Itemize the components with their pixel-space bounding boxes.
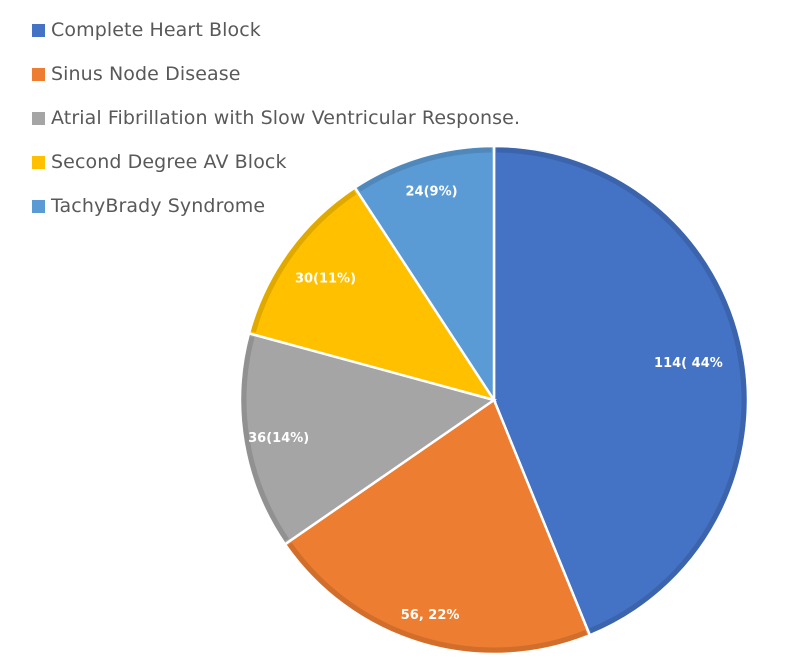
legend-label: Complete Heart Block [51, 19, 261, 41]
legend-label: Second Degree AV Block [51, 151, 287, 173]
pie-data-labels: 114( 44% 56, 22% 36(14%) 30(11%) 24(9%) [248, 185, 723, 624]
pie-slice-rim [357, 147, 492, 192]
legend-swatch-icon [32, 155, 45, 169]
pie-slice-complete-heart-block [492, 144, 750, 637]
pie-slice-rim [496, 147, 747, 633]
legend-item-atrial-fibrillation: Atrial Fibrillation with Slow Ventricula… [32, 96, 520, 140]
pie-slices [238, 144, 750, 656]
legend-item-second-degree-av-block: Second Degree AV Block [32, 140, 520, 184]
data-label: 36(14%) [248, 431, 309, 446]
legend-item-tachybrady-syndrome: TachyBrady Syndrome [32, 184, 520, 228]
pie-slice-rim [251, 190, 357, 333]
pie-slice-atrial-fibrillation-with-slow-ventricular-response [238, 331, 497, 547]
pie-slice-rim [287, 542, 587, 653]
pie-slice-second-degree-av-block [247, 185, 497, 403]
legend-label: Sinus Node Disease [51, 63, 241, 85]
pie-slice-sinus-node-disease [283, 398, 592, 656]
data-label: 56, 22% [401, 608, 460, 623]
legend-item-sinus-node-disease: Sinus Node Disease [32, 52, 520, 96]
data-label: 114( 44% [654, 356, 723, 371]
legend-swatch-icon [32, 67, 45, 81]
legend-swatch-icon [32, 111, 45, 125]
legend-label: Atrial Fibrillation with Slow Ventricula… [51, 107, 521, 129]
pie-slice-tachybrady-syndrome [353, 144, 496, 405]
pie-slice-rim [241, 336, 289, 542]
data-label: 30(11%) [295, 272, 356, 287]
legend-swatch-icon [32, 199, 45, 213]
data-label: 24(9%) [406, 185, 458, 200]
legend-item-complete-heart-block: Complete Heart Block [32, 8, 520, 52]
chart-legend: Complete Heart Block Sinus Node Disease … [32, 8, 520, 228]
legend-swatch-icon [32, 23, 45, 37]
legend-label: TachyBrady Syndrome [51, 195, 266, 217]
